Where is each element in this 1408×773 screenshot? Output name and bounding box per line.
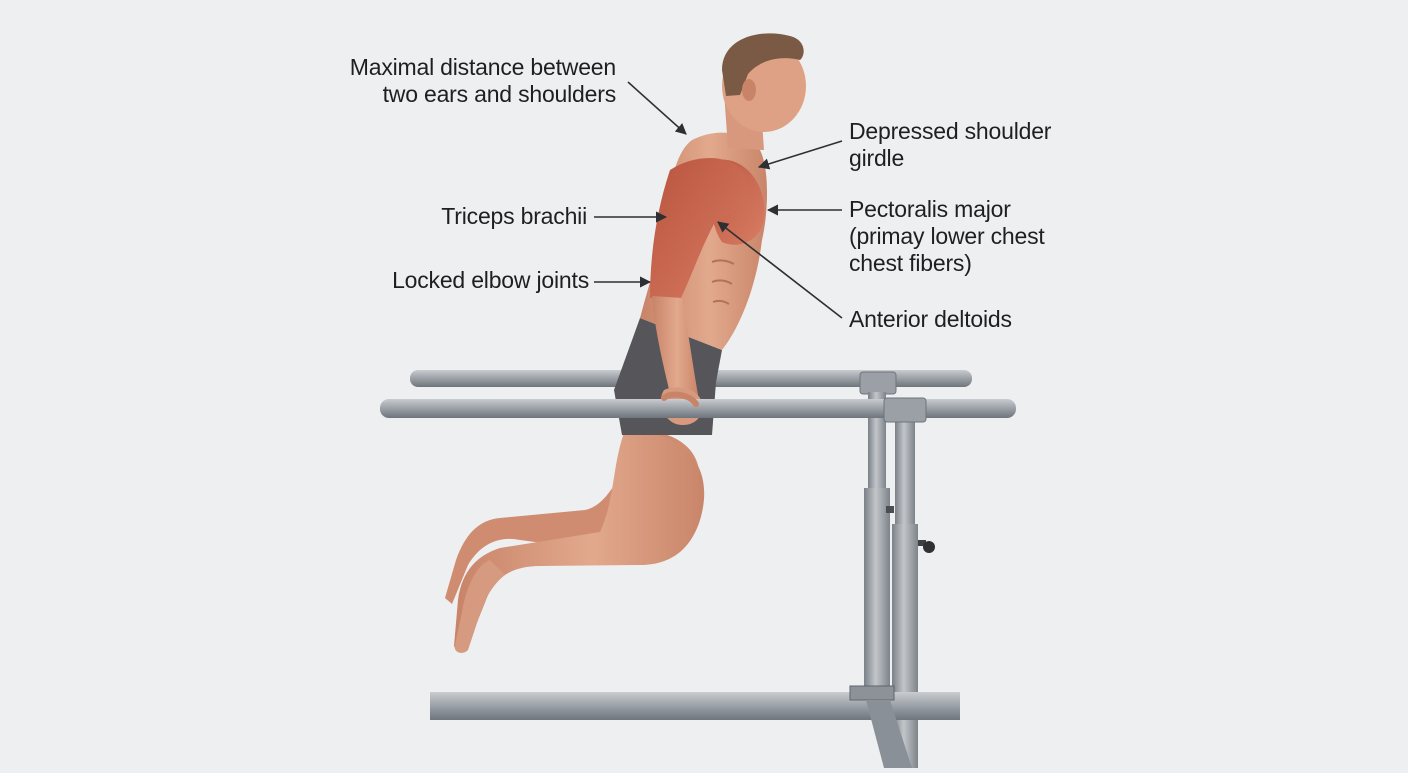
- adjustment-knob: [923, 541, 935, 553]
- label-triceps: Triceps brachii: [441, 203, 587, 229]
- legs: [445, 430, 705, 653]
- ears-leader: [627, 81, 687, 135]
- label-elbow: Locked elbow joints: [392, 267, 589, 293]
- label-deltoid: Anterior deltoids: [849, 306, 1012, 332]
- label-ears: Maximal distance between two ears and sh…: [350, 54, 616, 108]
- leader-lines: [594, 81, 843, 319]
- label-pec-line1: Pectoralis major: [849, 196, 1011, 222]
- deltoid-leader: [717, 221, 843, 319]
- hair: [722, 33, 804, 96]
- label-depressed-line1: Depressed shoulder: [849, 118, 1052, 144]
- depressed-leader: [757, 140, 843, 170]
- label-depressed: Depressed shoulder girdle: [849, 118, 1051, 172]
- label-ears-line1: Maximal distance between: [349, 54, 616, 80]
- head: [722, 33, 806, 150]
- label-depressed-line2: girdle: [849, 145, 905, 171]
- label-ears-line2: two ears and shoulders: [382, 81, 617, 107]
- deltoid-triceps-muscle: [650, 158, 749, 300]
- label-pec-line3: chest fibers): [849, 250, 972, 276]
- label-pec-line2: (primay lower chest: [849, 223, 1045, 249]
- label-pectoralis: Pectoralis major (primay lower chest che…: [849, 196, 1045, 277]
- base-beam: [430, 685, 960, 768]
- front-bar: [380, 391, 1016, 423]
